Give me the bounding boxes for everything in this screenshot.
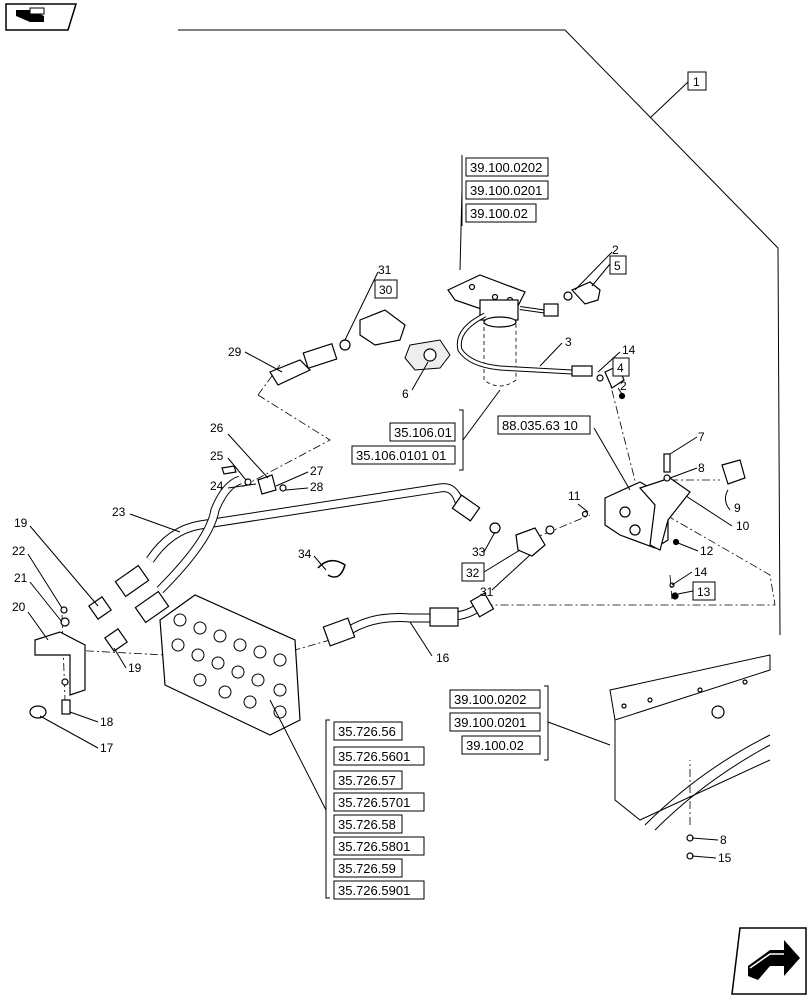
ref-cv-0[interactable]: 35.726.56 [338, 724, 396, 739]
callout-29: 29 [228, 345, 242, 359]
ref-frame-2[interactable]: 39.100.02 [466, 738, 524, 753]
callout-13: 13 [697, 585, 711, 599]
callout-3: 3 [565, 335, 572, 349]
callout-1: 1 [693, 75, 700, 89]
callout-15: 15 [718, 851, 732, 865]
hose-ends-19 [88, 564, 170, 652]
ref-filter-top-2[interactable]: 39.100.02 [470, 206, 528, 221]
callout-6: 6 [402, 387, 409, 401]
callout-14a: 14 [622, 343, 636, 357]
callout-5: 5 [614, 259, 621, 273]
elbow-fitting-30 [339, 309, 406, 351]
ref-group-filter-top: 39.100.0202 39.100.0201 39.100.02 [459, 155, 549, 271]
callout-33: 33 [472, 545, 486, 559]
callout-28: 28 [310, 480, 324, 494]
ref-cv-4[interactable]: 35.726.58 [338, 817, 396, 832]
callout-24: 24 [210, 479, 224, 493]
callout-34: 34 [298, 547, 312, 561]
callout-31a: 31 [378, 263, 392, 277]
ref-frame-1[interactable]: 39.100.0201 [454, 715, 526, 730]
callout-23: 23 [112, 505, 126, 519]
ref-cv-6[interactable]: 35.726.59 [338, 861, 396, 876]
callout-11: 11 [568, 489, 581, 503]
callout-4: 4 [617, 361, 624, 375]
callout-9: 9 [734, 501, 741, 515]
ref-cv-1[interactable]: 35.726.5601 [338, 749, 410, 764]
callout-12: 12 [700, 544, 714, 558]
callout-2a: 2 [612, 243, 619, 257]
ref-cv-5[interactable]: 35.726.5801 [338, 839, 410, 854]
callout-19a: 19 [14, 516, 28, 530]
callout-25: 25 [210, 449, 224, 463]
elbow-fitting-2 [563, 281, 601, 305]
callout-21: 21 [14, 571, 28, 585]
callout-8a: 8 [698, 461, 705, 475]
ref-filter-top-1[interactable]: 39.100.0201 [470, 183, 542, 198]
next-page-button[interactable] [731, 927, 807, 995]
hose-end-29 [269, 343, 338, 386]
ref-group-control-valve: 35.726.56 35.726.5601 35.726.57 35.726.5… [269, 699, 425, 900]
book-hand-icon [16, 7, 45, 22]
ref-filter-top-0[interactable]: 39.100.0202 [470, 160, 542, 175]
prev-page-button[interactable] [5, 3, 78, 31]
callout-2b: 2 [620, 379, 627, 393]
callout-30: 30 [379, 283, 393, 297]
callout-19b: 19 [128, 661, 142, 675]
arrow-forward-icon [748, 940, 800, 980]
callout-7: 7 [698, 430, 705, 444]
control-valve-block [159, 594, 301, 736]
ref-filter-bottom-1[interactable]: 35.106.0101 01 [356, 448, 446, 463]
ref-cv-2[interactable]: 35.726.57 [338, 773, 396, 788]
callout-18: 18 [100, 715, 114, 729]
filter-head [447, 274, 526, 321]
ref-frame-0[interactable]: 39.100.0202 [454, 692, 526, 707]
callout-14b: 14 [694, 565, 708, 579]
callout-17: 17 [100, 741, 114, 755]
ref-cv-3[interactable]: 35.726.5701 [338, 795, 410, 810]
ref-valve-text[interactable]: 88.035.63 10 [502, 418, 578, 433]
ref-filter-bottom-0[interactable]: 35.106.01 [394, 425, 452, 440]
ref-cv-7[interactable]: 35.726.5901 [338, 883, 410, 898]
ref-group-filter-bottom: 35.106.01 35.106.0101 01 [351, 389, 501, 471]
callout-31b: 31 [480, 585, 494, 599]
frame-section [609, 654, 771, 860]
callout-8b: 8 [720, 833, 727, 847]
callout-20: 20 [12, 600, 26, 614]
callout-27: 27 [310, 464, 324, 478]
bracket-20 [29, 606, 86, 719]
callout-26: 26 [210, 421, 224, 435]
tee-fitting-6 [404, 339, 451, 371]
ref-group-frame: 39.100.0202 39.100.0201 39.100.02 [449, 685, 611, 761]
callout-32: 32 [466, 566, 480, 580]
valve-block-10 [604, 477, 691, 551]
callout-16: 16 [436, 651, 450, 665]
ref-valve: 88.035.63 10 [497, 415, 631, 491]
callout-22: 22 [12, 544, 26, 558]
callout-10: 10 [736, 519, 750, 533]
